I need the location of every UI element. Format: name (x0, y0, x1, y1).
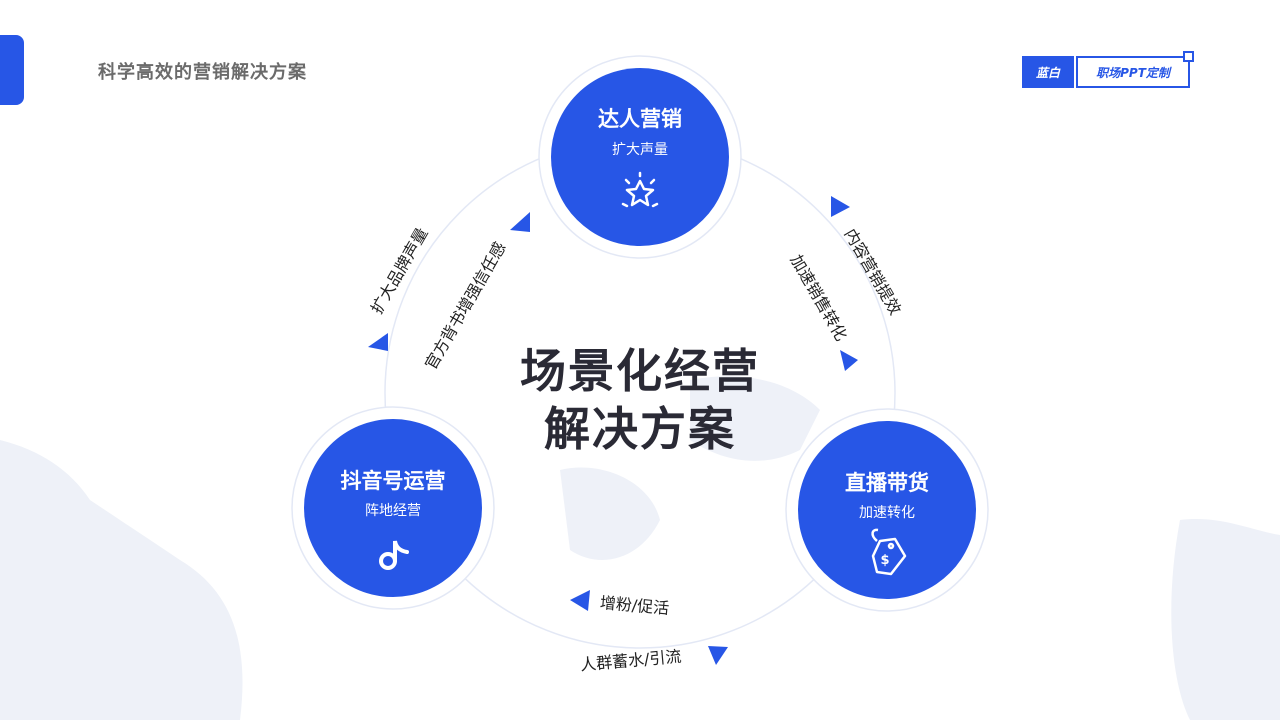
arrow-bottom-outer (708, 646, 728, 665)
arrow-right-outer (831, 196, 850, 217)
arrow-left-outer (368, 333, 388, 351)
node-title-left: 抖音号运营 (340, 469, 446, 493)
node-circle-left (304, 419, 482, 597)
arrow-left-inner (510, 212, 530, 232)
background-map (0, 376, 1280, 720)
node-title-right: 直播带货 (845, 471, 929, 495)
center-title-line1: 场景化经营 (520, 344, 760, 398)
node-circle-top (551, 68, 729, 246)
sparkle-star-icon (621, 171, 659, 208)
node-subtitle-left: 阵地经营 (365, 503, 421, 519)
node-subtitle-top: 扩大声量 (612, 142, 668, 158)
center-title-line2: 解决方案 (544, 402, 736, 456)
brand-name-box: 职场PPT定制 (1076, 56, 1190, 88)
node-circle-right (798, 421, 976, 599)
brand-corner-square (1183, 51, 1194, 62)
node-title-top: 达人营销 (598, 107, 682, 131)
price-tag-icon: $ (871, 528, 907, 576)
flow-arrows (368, 196, 858, 665)
brand-tag: 蓝白 (1022, 56, 1074, 88)
node-subtitle-right: 加速转化 (859, 505, 915, 521)
tiktok-icon (379, 540, 409, 570)
svg-text:$: $ (880, 553, 889, 568)
arrow-bottom-inner (570, 590, 590, 611)
arrow-right-inner (840, 350, 858, 371)
accent-bar (0, 35, 24, 105)
page-title: 科学高效的营销解决方案 (98, 62, 307, 83)
